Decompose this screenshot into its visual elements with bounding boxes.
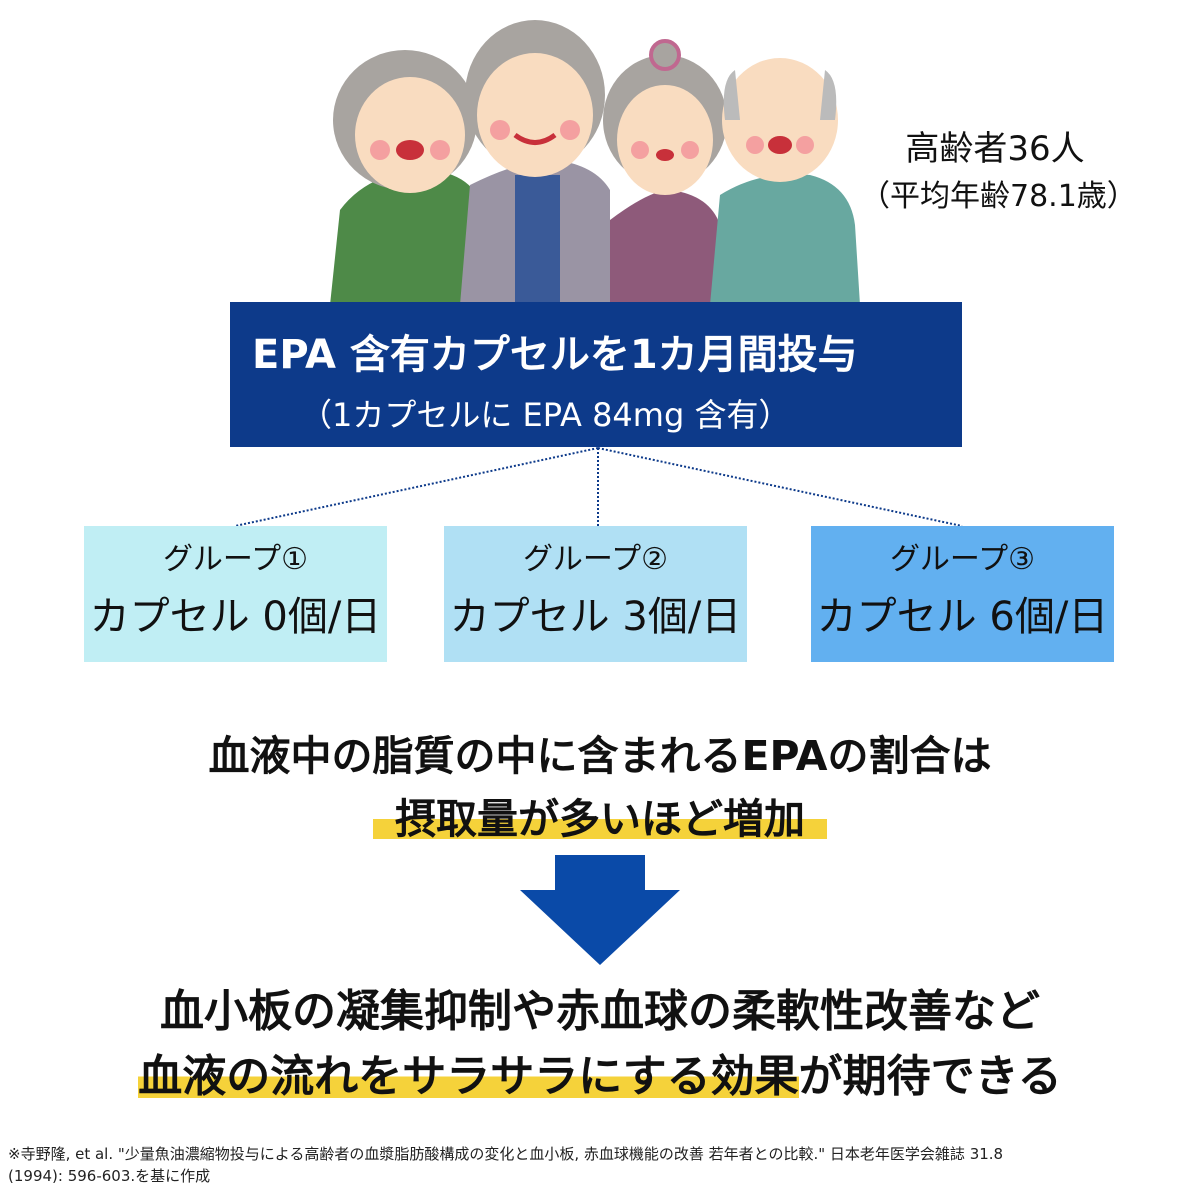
group-3-dose: カプセル 6個/日 (816, 594, 1109, 640)
elder-woman-left (330, 50, 490, 305)
elder-woman-right (600, 39, 727, 305)
elder-man-center (460, 20, 610, 305)
intervention-title: EPA 含有カプセルを1カ月間投与 (252, 332, 858, 378)
footnote-line-2: (1994): 596-603.を基に作成 (8, 1167, 211, 1185)
group-2-dose: カプセル 3個/日 (449, 594, 742, 640)
group-3-box: グループ③ カプセル 6個/日 (811, 526, 1114, 662)
result-highlight: 摂取量が多いほど増加 (373, 795, 827, 843)
conclusion-line-1: 血小板の凝集抑制や赤血球の柔軟性改善など (160, 986, 1040, 1037)
conclusion-line-2: 血液の流れをサラサラにする効果が期待できる (0, 1040, 1200, 1104)
connector-line-group-1 (234, 447, 599, 527)
group-1-dose: カプセル 0個/日 (89, 594, 382, 640)
result-line-1: 血液中の脂質の中に含まれるEPAの割合は (208, 732, 992, 780)
elderly-group-illustration (330, 20, 860, 305)
connector-lines (234, 447, 963, 527)
result-line-2: 摂取量が多いほど増加 (0, 785, 1200, 845)
connector-line-group-3 (597, 447, 963, 527)
intervention-box: EPA 含有カプセルを1カ月間投与 （1カプセルに EPA 84mg 含有） (230, 302, 962, 447)
footnote: ※寺野隆, et al. "少量魚油濃縮物投与による高齢者の血漿脂肪酸構成の変化… (8, 1143, 1194, 1187)
group-2-label: グループ② (522, 542, 669, 577)
conclusion-highlight: 血液の流れをサラサラにする効果 (138, 1051, 799, 1102)
group-1-box: グループ① カプセル 0個/日 (84, 526, 387, 662)
intervention-detail: （1カプセルに EPA 84mg 含有） (300, 396, 791, 434)
elder-man-right (710, 58, 860, 305)
group-2-box: グループ② カプセル 3個/日 (444, 526, 747, 662)
group-1-label: グループ① (162, 542, 309, 577)
subjects-average-age: （平均年齢78.1歳） (860, 179, 1137, 214)
down-arrow-icon (520, 855, 680, 965)
group-3-label: グループ③ (889, 542, 1036, 577)
footnote-line-1: ※寺野隆, et al. "少量魚油濃縮物投与による高齢者の血漿脂肪酸構成の変化… (8, 1145, 1004, 1163)
subjects-info: 高齢者36人 （平均年齢78.1歳） (860, 125, 1137, 221)
subjects-count: 高齢者36人 (905, 129, 1085, 169)
conclusion-rest: が期待できる (798, 1051, 1062, 1102)
